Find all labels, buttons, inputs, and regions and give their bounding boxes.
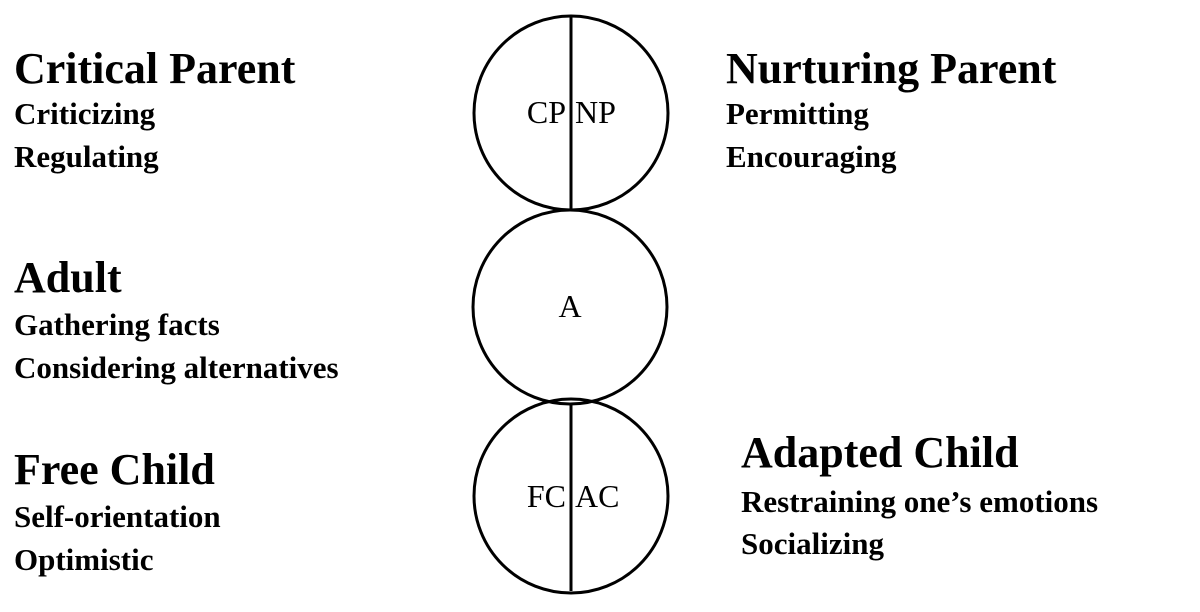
nurturing-parent-title: Nurturing Parent (726, 44, 1057, 93)
nurturing-parent-item: Permitting (726, 96, 869, 131)
cp-label: CP (527, 94, 566, 130)
adapted-child-title: Adapted Child (741, 428, 1019, 477)
critical-parent-block: Critical Parent Criticizing Regulating (14, 44, 296, 174)
free-child-title: Free Child (14, 445, 215, 494)
np-label: NP (575, 94, 616, 130)
adapted-child-item: Restraining one’s emotions (741, 484, 1099, 519)
free-child-block: Free Child Self-orientation Optimistic (14, 445, 221, 577)
adapted-child-block: Adapted Child Restraining one’s emotions… (741, 428, 1099, 561)
adult-item: Gathering facts (14, 307, 220, 342)
child-circle (472, 397, 670, 595)
adapted-child-item: Socializing (741, 526, 884, 561)
free-child-item: Self-orientation (14, 499, 221, 534)
adult-block: Adult Gathering facts Considering altern… (14, 253, 339, 385)
free-child-item: Optimistic (14, 542, 154, 577)
ac-label: AC (575, 478, 619, 514)
critical-parent-item: Regulating (14, 139, 159, 174)
adult-item: Considering alternatives (14, 350, 339, 385)
adult-title: Adult (14, 253, 122, 302)
nurturing-parent-block: Nurturing Parent Permitting Encouraging (726, 44, 1057, 174)
critical-parent-item: Criticizing (14, 96, 156, 131)
critical-parent-title: Critical Parent (14, 44, 296, 93)
nurturing-parent-item: Encouraging (726, 139, 897, 174)
a-label: A (558, 288, 581, 324)
fc-label: FC (527, 478, 566, 514)
